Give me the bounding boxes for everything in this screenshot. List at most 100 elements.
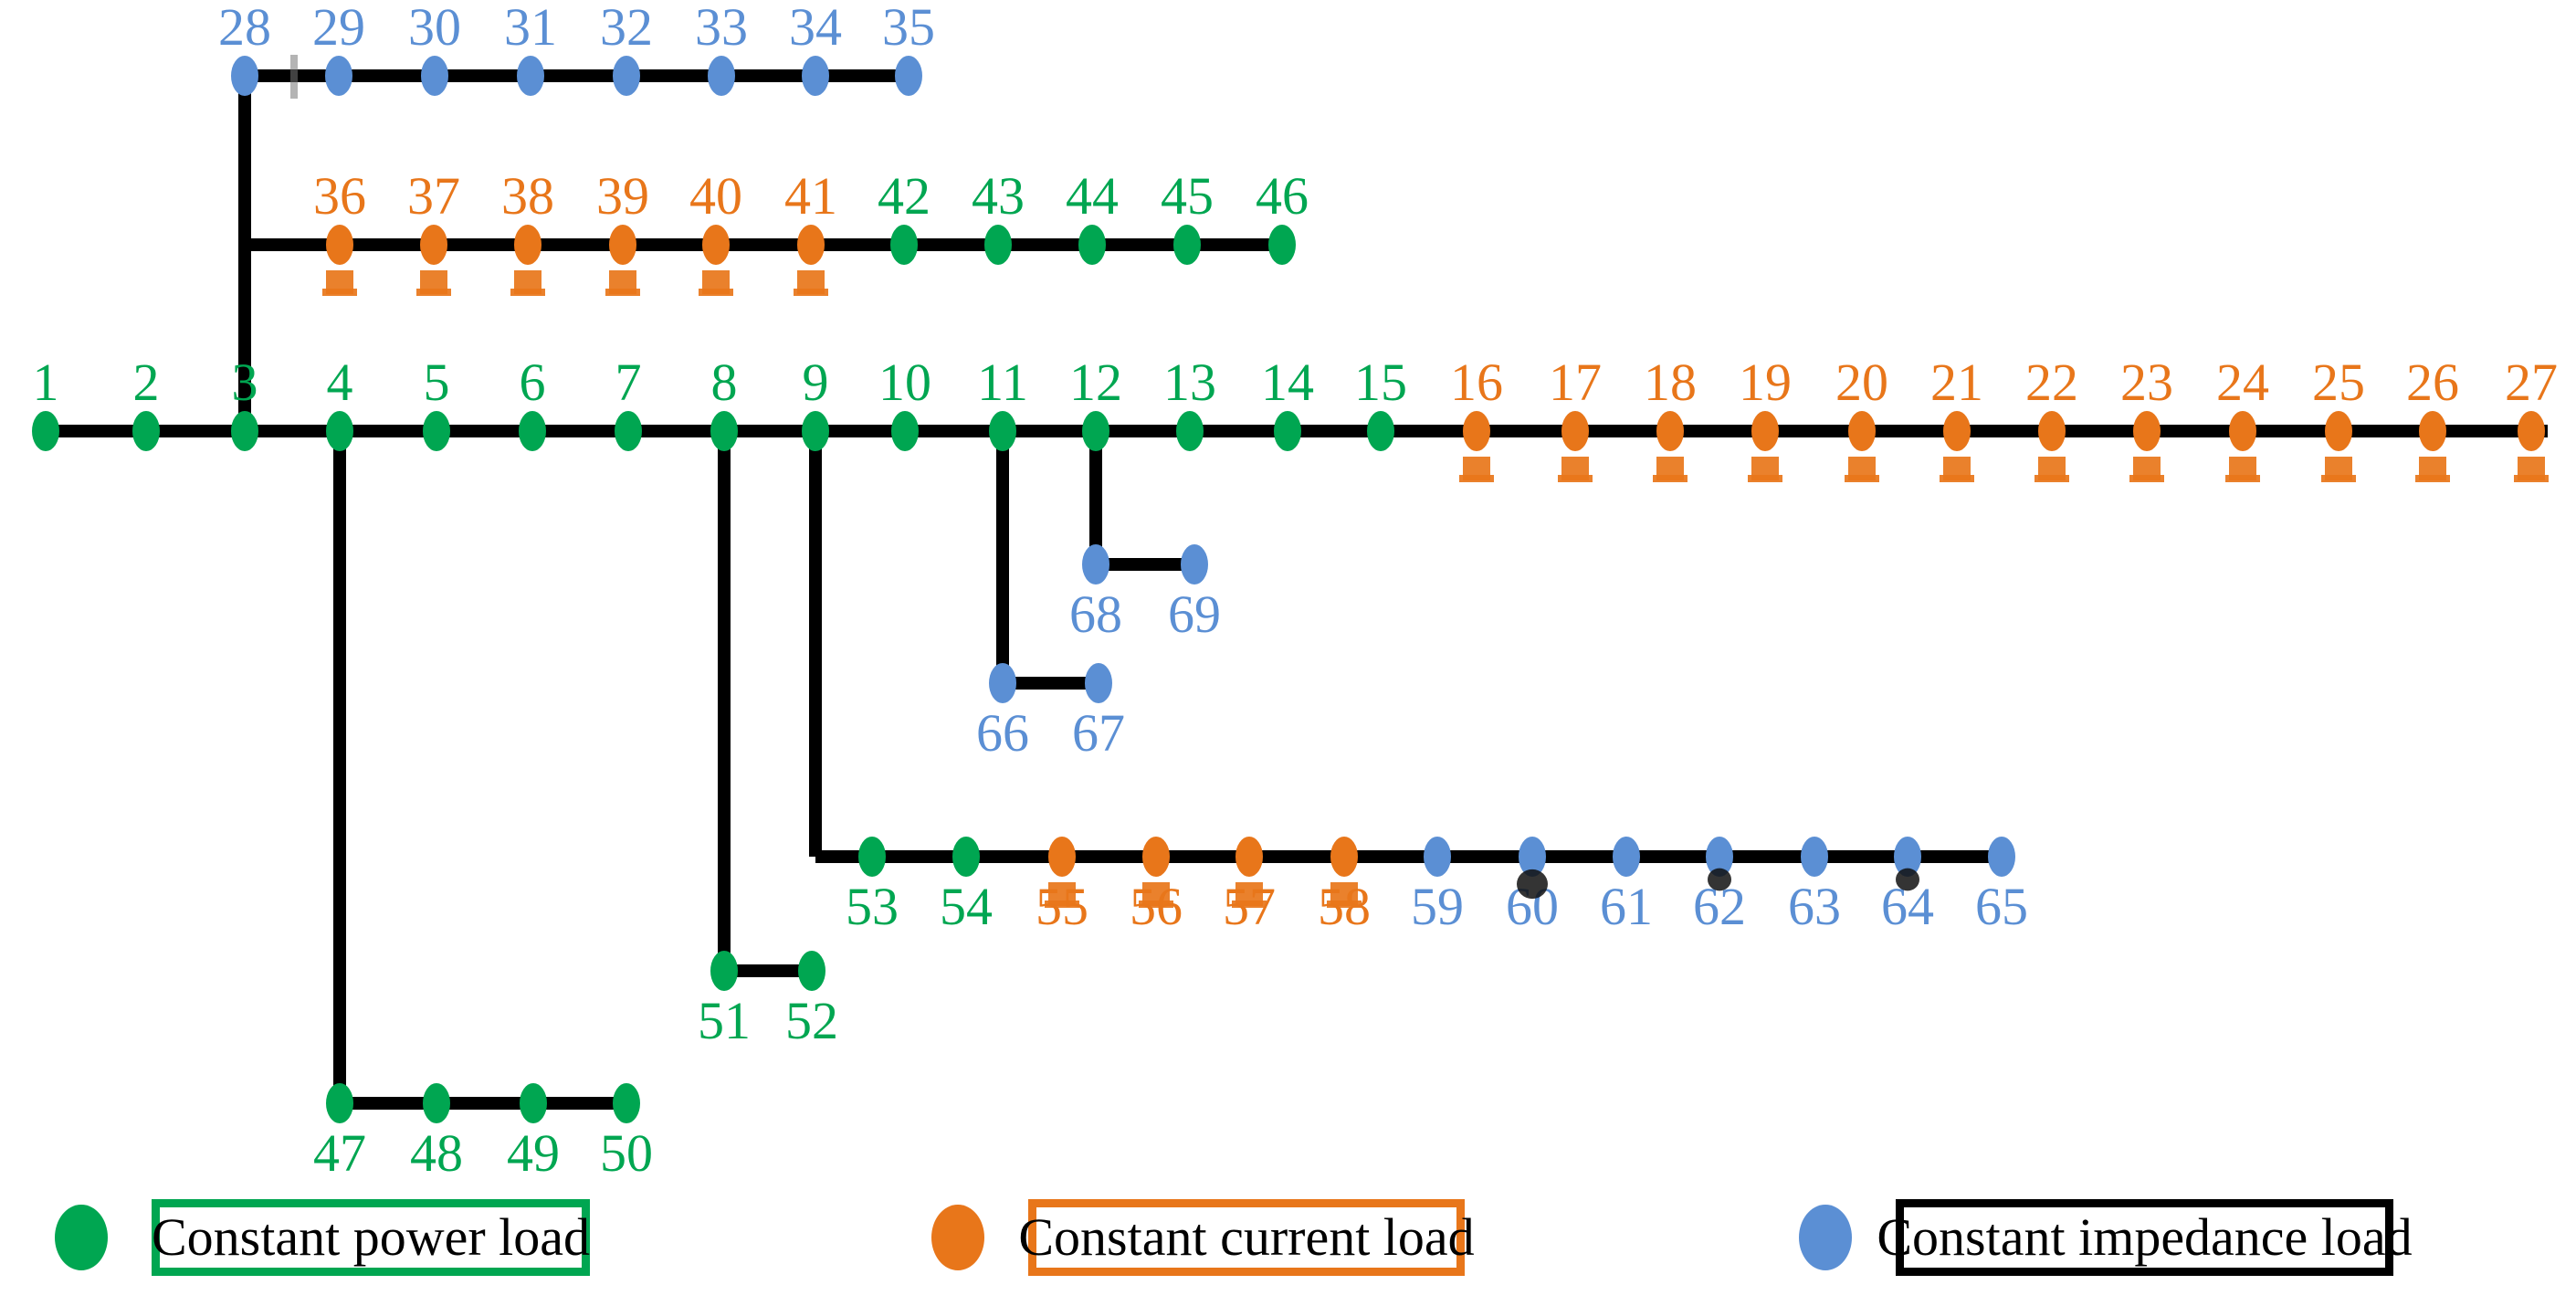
bus-node-48[interactable]	[423, 1083, 450, 1123]
bus-node-40[interactable]	[702, 225, 730, 265]
bus-node-25[interactable]	[2325, 411, 2352, 451]
bus-node-46[interactable]	[1268, 225, 1296, 265]
bus-node-13[interactable]	[1176, 411, 1204, 451]
legend-item-constant-current[interactable]: Constant current load	[931, 1178, 1475, 1297]
bus-node-67[interactable]	[1085, 663, 1112, 703]
bus-node-55[interactable]	[1048, 837, 1076, 877]
bus-node-12[interactable]	[1082, 411, 1109, 451]
node-label-18: 18	[1644, 353, 1697, 412]
bus-node-61[interactable]	[1613, 837, 1640, 877]
bus-node-4[interactable]	[326, 411, 353, 451]
bus-node-10[interactable]	[891, 411, 919, 451]
bus-node-18[interactable]	[1656, 411, 1684, 451]
bus-node-14[interactable]	[1274, 411, 1301, 451]
bus-node-49[interactable]	[520, 1083, 547, 1123]
node-label-21: 21	[1930, 353, 1983, 412]
node-label-9: 9	[803, 353, 829, 412]
bus-node-53[interactable]	[858, 837, 886, 877]
bus-node-26[interactable]	[2419, 411, 2446, 451]
node-label-20: 20	[1835, 353, 1888, 412]
bus-node-60[interactable]	[1519, 837, 1546, 877]
bus-node-16[interactable]	[1463, 411, 1490, 451]
node-label-19: 19	[1739, 353, 1792, 412]
bus-node-31[interactable]	[517, 56, 544, 96]
bus-node-42[interactable]	[890, 225, 918, 265]
node-label-41: 41	[784, 166, 837, 226]
bus-node-3[interactable]	[231, 411, 258, 451]
bus-node-5[interactable]	[423, 411, 450, 451]
bus-node-29[interactable]	[325, 56, 352, 96]
bus-node-51[interactable]	[710, 951, 738, 991]
bus-node-20[interactable]	[1848, 411, 1876, 451]
bus-node-21[interactable]	[1943, 411, 1971, 451]
bus-node-59[interactable]	[1424, 837, 1451, 877]
bus-node-28[interactable]	[231, 56, 258, 96]
node-label-31: 31	[504, 0, 557, 57]
bus-node-41[interactable]	[797, 225, 825, 265]
bus-node-69[interactable]	[1181, 544, 1208, 585]
node-label-68: 68	[1069, 585, 1122, 644]
node-label-17: 17	[1549, 353, 1602, 412]
bus-node-35[interactable]	[895, 56, 922, 96]
bus-node-63[interactable]	[1801, 837, 1828, 877]
load-glyph-base	[605, 289, 640, 296]
ink-speck-1	[1708, 868, 1731, 891]
bus-node-66[interactable]	[989, 663, 1016, 703]
bus-node-15[interactable]	[1367, 411, 1394, 451]
bus-node-7[interactable]	[615, 411, 642, 451]
load-glyph-base	[1653, 475, 1688, 482]
node-label-32: 32	[600, 0, 653, 57]
bus-node-2[interactable]	[132, 411, 160, 451]
node-label-55: 55	[1036, 877, 1088, 936]
bus-node-54[interactable]	[952, 837, 980, 877]
node-label-6: 6	[520, 353, 546, 412]
bus-node-62[interactable]	[1706, 837, 1733, 877]
legend-item-constant-power[interactable]: Constant power load	[55, 1178, 590, 1297]
bus-node-52[interactable]	[798, 951, 825, 991]
bus-node-45[interactable]	[1173, 225, 1201, 265]
bus-node-43[interactable]	[984, 225, 1012, 265]
bus-node-22[interactable]	[2038, 411, 2066, 451]
bus-node-38[interactable]	[514, 225, 541, 265]
bus-node-11[interactable]	[989, 411, 1016, 451]
bus-node-37[interactable]	[420, 225, 447, 265]
bus-node-19[interactable]	[1751, 411, 1779, 451]
bus-node-1[interactable]	[32, 411, 59, 451]
bus-node-17[interactable]	[1561, 411, 1589, 451]
node-label-8: 8	[711, 353, 738, 412]
node-label-30: 30	[408, 0, 461, 57]
node-label-1: 1	[33, 353, 59, 412]
node-label-22: 22	[2025, 353, 2078, 412]
bus-node-44[interactable]	[1078, 225, 1106, 265]
bus-node-64[interactable]	[1894, 837, 1921, 877]
node-label-61: 61	[1600, 877, 1653, 936]
load-glyph-base	[2321, 475, 2356, 482]
bus-node-65[interactable]	[1988, 837, 2015, 877]
node-label-54: 54	[940, 877, 993, 936]
bus-node-30[interactable]	[421, 56, 448, 96]
node-label-56: 56	[1130, 877, 1183, 936]
bus-node-27[interactable]	[2518, 411, 2545, 451]
node-label-47: 47	[313, 1123, 366, 1183]
bus-node-50[interactable]	[613, 1083, 640, 1123]
bus-node-33[interactable]	[708, 56, 735, 96]
bus-node-9[interactable]	[802, 411, 829, 451]
bus-node-47[interactable]	[326, 1083, 353, 1123]
bus-node-34[interactable]	[802, 56, 829, 96]
legend-box: Constant impedance load	[1877, 1199, 2413, 1276]
bus-node-68[interactable]	[1082, 544, 1109, 585]
bus-node-56[interactable]	[1142, 837, 1170, 877]
bus-node-57[interactable]	[1235, 837, 1263, 877]
bus-node-24[interactable]	[2229, 411, 2256, 451]
bus-node-8[interactable]	[710, 411, 738, 451]
bus-node-39[interactable]	[609, 225, 636, 265]
legend-item-constant-impedance[interactable]: Constant impedance load	[1799, 1178, 2413, 1297]
bus-node-36[interactable]	[326, 225, 353, 265]
bus-node-58[interactable]	[1330, 837, 1358, 877]
bus-node-23[interactable]	[2133, 411, 2161, 451]
bus-node-32[interactable]	[613, 56, 640, 96]
node-label-59: 59	[1411, 877, 1464, 936]
bus-node-6[interactable]	[519, 411, 546, 451]
load-glyph-25	[2321, 457, 2356, 482]
legend-label: Constant impedance load	[1877, 1207, 2413, 1267]
